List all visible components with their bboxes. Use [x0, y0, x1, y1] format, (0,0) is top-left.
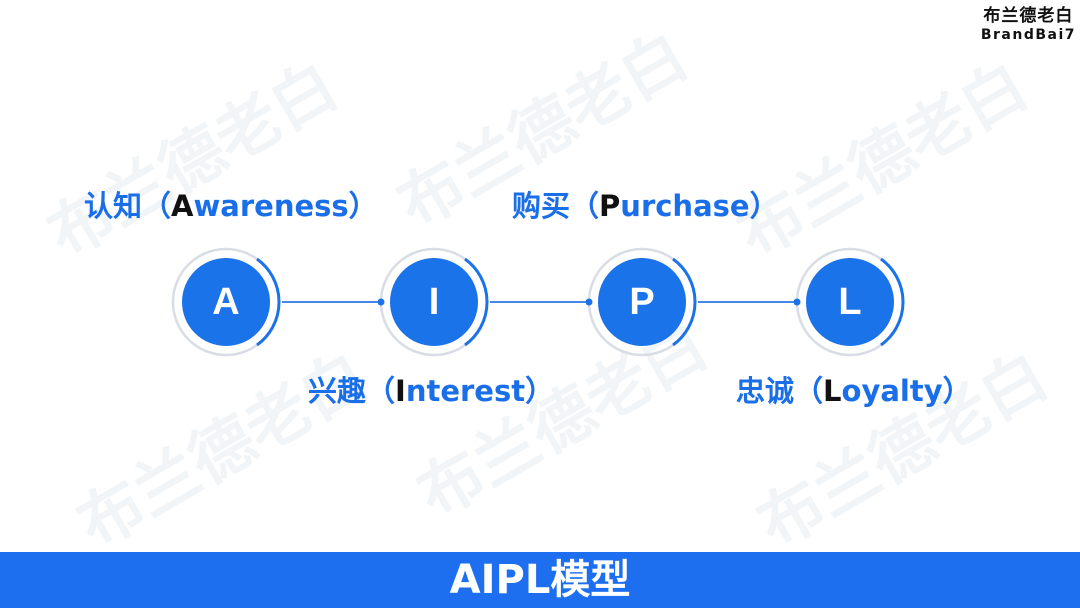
node-letter: L — [838, 281, 862, 323]
stage-key-letter: I — [395, 374, 406, 408]
paren-close: ） — [525, 374, 555, 408]
node-l: L — [794, 246, 906, 358]
stage-label-loyalty: 忠诚（Loyalty） — [736, 368, 972, 410]
node-a: A — [170, 246, 282, 358]
stage-cn: 兴趣 — [308, 374, 367, 408]
node-letter: I — [428, 281, 440, 323]
stage-key-letter: P — [599, 189, 621, 223]
brand-logo: 布兰德老白 BrandBai7 — [981, 6, 1076, 44]
stage-en: wareness — [193, 189, 349, 223]
paren-close: ） — [348, 189, 378, 223]
node-p: P — [586, 246, 698, 358]
stage-key-letter: L — [823, 374, 842, 408]
stage-en: urchase — [620, 189, 750, 223]
paren-close: ） — [942, 374, 972, 408]
paren-open: （ — [366, 374, 396, 408]
paren-open: （ — [794, 374, 824, 408]
stage-key-letter: A — [171, 189, 194, 223]
node-ring — [586, 247, 697, 357]
stage-label-interest: 兴趣（Interest） — [308, 368, 554, 410]
footer-title: AIPL模型 — [449, 557, 631, 603]
node-letter: A — [212, 281, 240, 323]
connector-line — [490, 301, 592, 303]
stage-cn: 忠诚 — [736, 374, 795, 408]
stage-cn: 购买 — [512, 189, 571, 223]
stage-en: oyalty — [841, 374, 943, 408]
watermark: 布兰德老白 — [725, 49, 1041, 274]
stage-en: nterest — [405, 374, 526, 408]
stage-label-purchase: 购买（Purchase） — [512, 183, 779, 225]
footer-bar: AIPL模型 — [0, 552, 1080, 608]
watermark: 布兰德老白 — [745, 339, 1061, 564]
watermark: 布兰德老白 — [35, 49, 351, 274]
stage-label-awareness: 认知（Awareness） — [84, 183, 378, 225]
paren-open: （ — [142, 189, 172, 223]
stage-cn: 认知 — [84, 189, 143, 223]
brand-name-en: BrandBai7 — [980, 27, 1076, 43]
node-ring — [378, 247, 489, 357]
brand-name-cn: 布兰德老白 — [983, 6, 1074, 26]
node-ring — [171, 247, 281, 357]
connector-line — [698, 301, 800, 303]
paren-close: ） — [749, 189, 779, 223]
node-i: I — [378, 246, 490, 358]
node-ring — [794, 247, 905, 357]
connector-line — [282, 301, 384, 303]
watermark: 布兰德老白 — [65, 339, 381, 564]
node-letter: P — [629, 281, 655, 323]
paren-open: （ — [570, 189, 600, 223]
